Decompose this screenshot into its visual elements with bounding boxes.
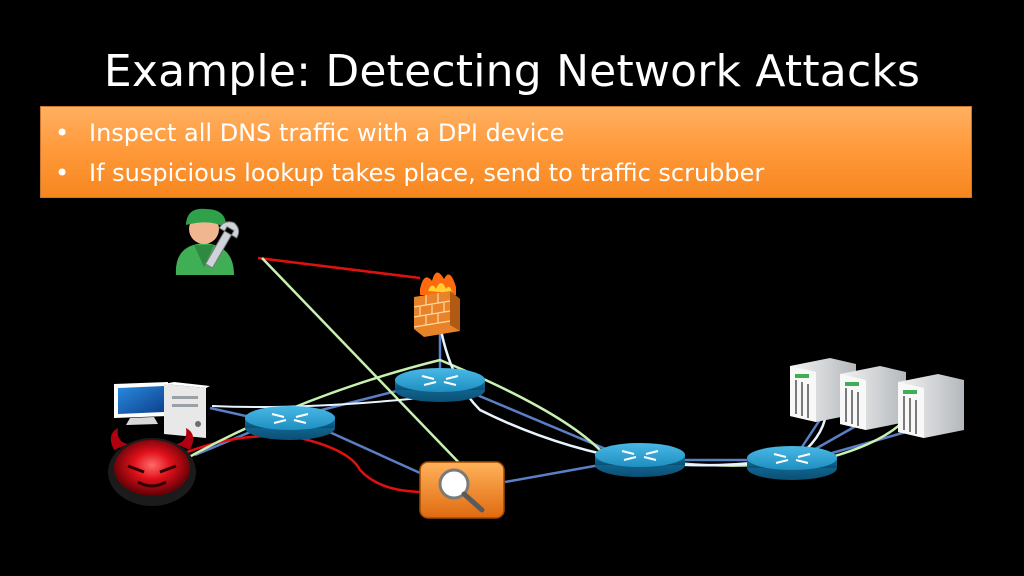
bullet-text: Inspect all DNS traffic with a DPI devic… — [89, 119, 565, 147]
red-path-operator-firewall — [257, 256, 421, 280]
link-dpi-router3 — [504, 463, 601, 484]
bullet-dot: • — [55, 119, 70, 147]
operator-icon — [175, 208, 240, 275]
white-path-workstation-router — [211, 397, 421, 408]
server-icon — [840, 366, 906, 430]
bullet-item: • Inspect all DNS traffic with a DPI devi… — [49, 113, 971, 153]
dpi-device-icon — [419, 461, 505, 519]
router-icon — [747, 446, 837, 480]
server-icon — [790, 358, 856, 422]
slide-title: Example: Detecting Network Attacks — [103, 46, 921, 97]
workstation-icon — [114, 382, 210, 438]
router-icon — [595, 443, 685, 477]
link-attacker-router1 — [194, 428, 256, 457]
bullet-item: • If suspicious lookup takes place, send … — [49, 153, 971, 193]
link-router2-router3 — [469, 390, 621, 457]
router-icon — [245, 406, 335, 440]
firewall-icon — [413, 272, 460, 337]
red-path-attacker-dpi — [179, 434, 426, 494]
bullet-dot: • — [55, 159, 70, 187]
bullet-list: • Inspect all DNS traffic with a DPI devi… — [41, 107, 971, 193]
bullet-callout: • Inspect all DNS traffic with a DPI devi… — [40, 106, 972, 198]
router-icon — [395, 368, 485, 402]
red-paths — [179, 256, 426, 494]
server-icon — [898, 374, 964, 438]
green-path-operator-dpi — [261, 257, 467, 471]
bullet-text: If suspicious lookup takes place, send t… — [89, 159, 765, 187]
attacker-icon — [108, 428, 196, 506]
